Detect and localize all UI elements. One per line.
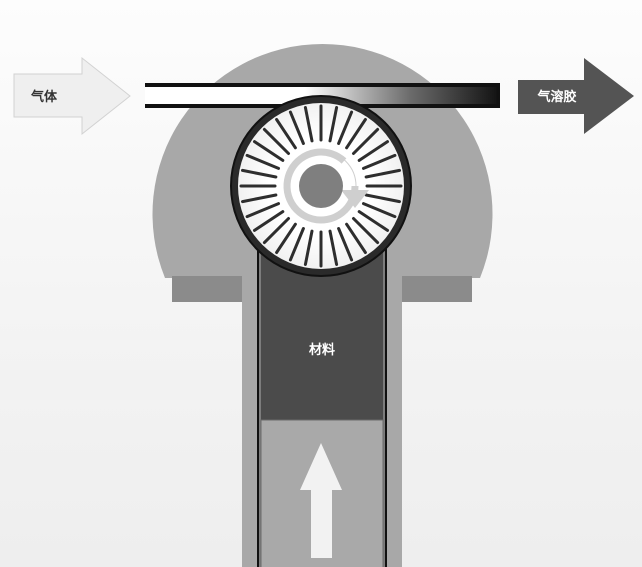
bristle [337,110,354,145]
bristle [362,202,397,219]
rotation-arrow-icon [283,148,359,224]
bristle [362,153,397,170]
material-block [261,250,383,420]
bristle [345,222,367,254]
disc-hub [299,164,343,208]
right-arrow-light-icon [13,56,131,136]
disc-bristles [239,104,403,268]
bristle [275,118,297,150]
bristle [253,210,285,232]
bristle [245,202,280,219]
aerosol-output-label: 气溶胶 [537,89,576,105]
bristle [303,229,314,266]
bristle [241,193,278,204]
bristle [262,217,290,245]
bristle [288,110,305,145]
bristle [357,210,389,232]
aerosol-output-arrow: 气溶胶 [518,58,634,134]
gas-input-arrow: 气体 [13,56,131,136]
gas-input-label: 气体 [31,89,58,105]
bristle [328,229,339,266]
rotating-brush-disc [230,95,412,277]
bristle [275,222,297,254]
right-arrow-dark-icon [518,58,634,134]
push-up-arrow [300,443,342,558]
bristle [364,193,401,204]
rotation-arrowhead-icon [341,190,369,208]
bristle [253,140,285,162]
bristle [345,118,367,150]
bristle [352,217,380,245]
bristle [303,106,314,143]
bristle [364,168,401,179]
bristle [262,127,290,155]
bristle [245,153,280,170]
bristle [357,140,389,162]
bristle [352,127,380,155]
bristle [288,227,305,262]
bristle [241,168,278,179]
bristle [337,227,354,262]
material-label: 材料 [309,342,335,358]
bristle [328,106,339,143]
